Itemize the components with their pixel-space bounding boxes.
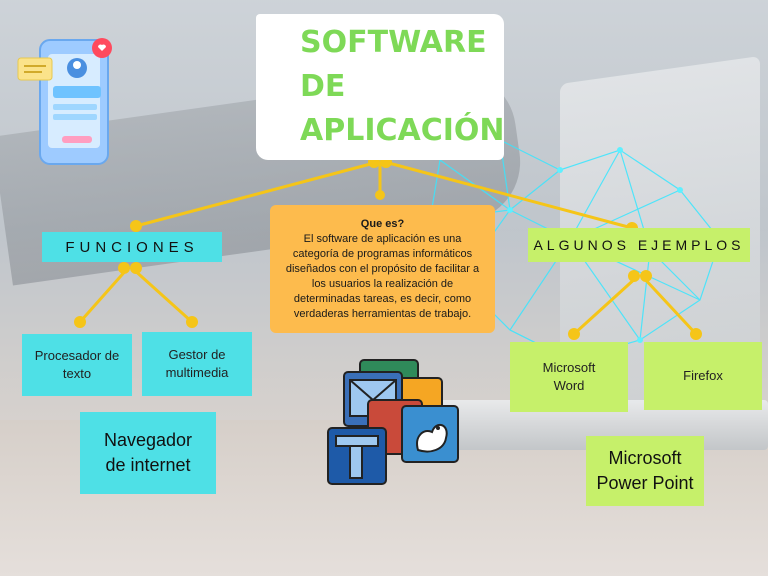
phone-profile-icon	[17, 38, 112, 165]
title-line-2: APLICACIÓN	[300, 113, 505, 148]
title-card: SOFTWARE DE APLICACIÓN	[256, 14, 505, 160]
title-line-1: SOFTWARE DE	[300, 25, 487, 104]
definition-question: Que es?	[360, 217, 405, 230]
funcion-item: Navegador de internet	[80, 412, 216, 494]
app-suite-icon	[327, 359, 459, 485]
funcion-item: Gestor de multimedia	[142, 332, 252, 396]
ejemplos-label: ALGUNOS EJEMPLOS	[528, 228, 750, 262]
funcion-item: Procesador de texto	[22, 334, 132, 396]
funciones-label: FUNCIONES	[42, 232, 222, 262]
ejemplo-item: Microsoft Power Point	[586, 436, 704, 506]
ejemplo-item: Microsoft Word	[510, 342, 628, 412]
ejemplo-item: Firefox	[644, 342, 762, 410]
definition-box: Que es? El software de aplicación es una…	[270, 205, 495, 333]
definition-text: El software de aplicación es una categor…	[285, 232, 480, 320]
